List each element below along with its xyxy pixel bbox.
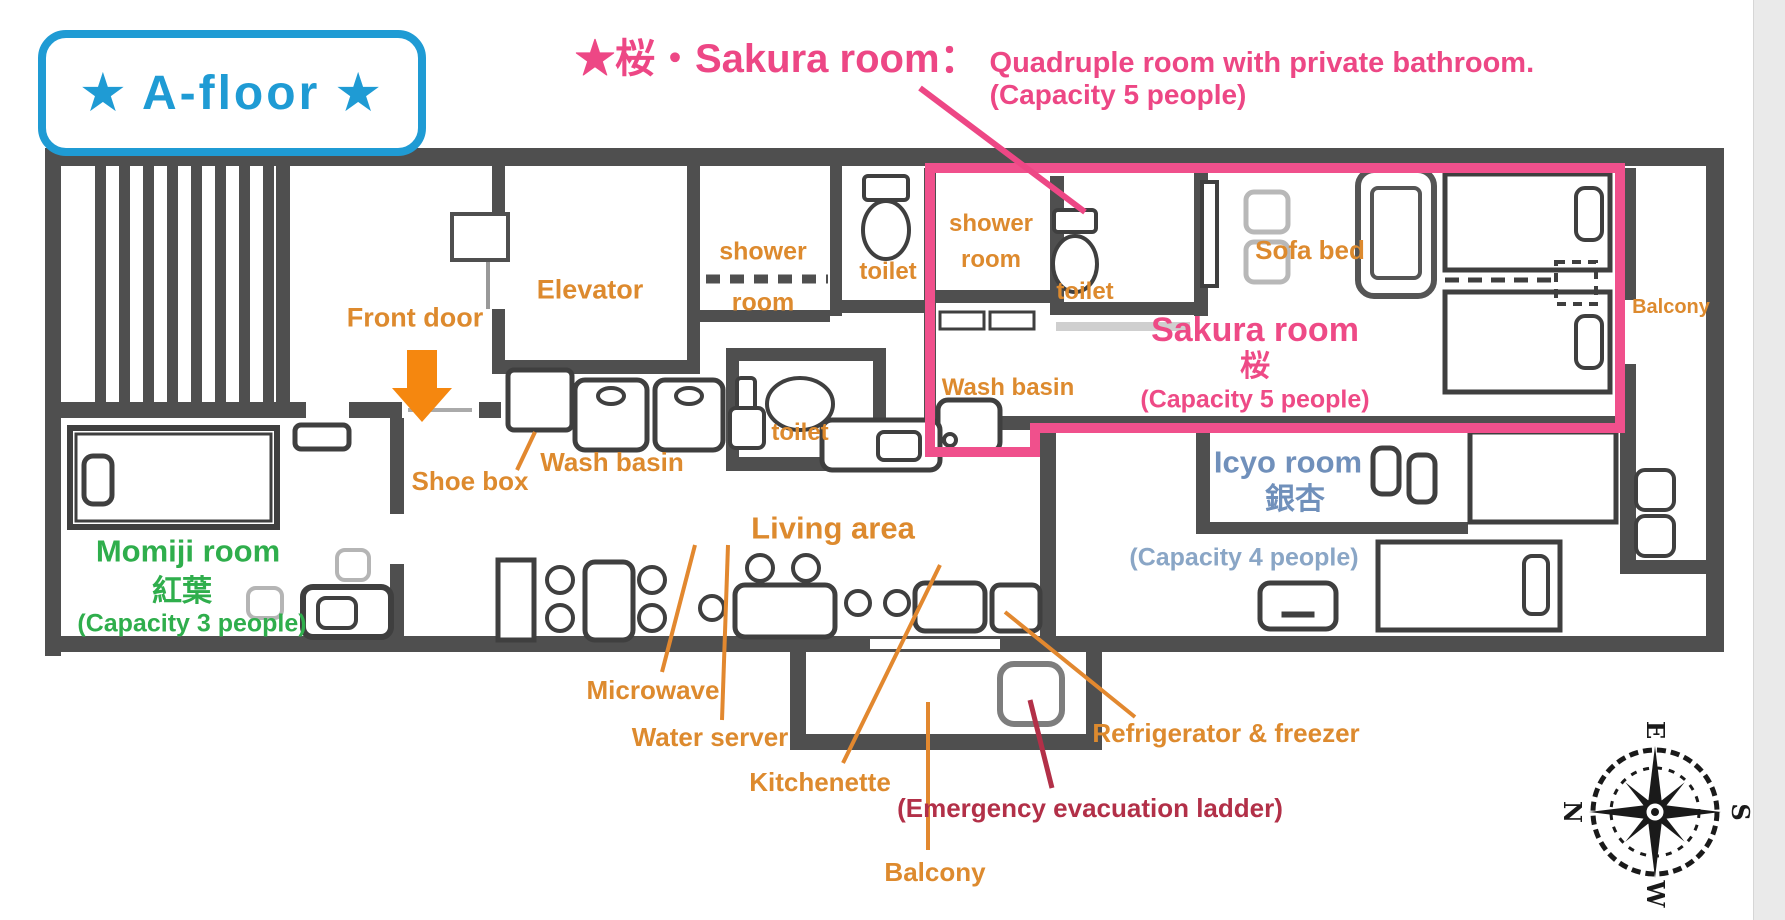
icyo-room-name: Icyo room (1213, 444, 1363, 480)
icyo-bed (1467, 429, 1619, 525)
momiji-capacity: (Capacity 3 people) (77, 609, 307, 638)
chair (545, 565, 575, 595)
washer-unit (728, 406, 766, 450)
scan-edge (1753, 0, 1785, 920)
toilet-bowl (1051, 234, 1099, 294)
living-kitchen-furniture (495, 417, 1043, 643)
wash-basin-label: Wash basin (540, 447, 684, 477)
tv-stand (1257, 580, 1339, 632)
toilet-bowl (765, 376, 835, 432)
compass-east-label: E (1641, 721, 1670, 739)
chair (844, 589, 872, 617)
chair (698, 594, 726, 622)
emergency-hatch (997, 661, 1065, 727)
chair (791, 553, 821, 583)
sakura-shower-label: room (961, 246, 1021, 273)
wall-column (450, 212, 510, 262)
pillow (1406, 452, 1438, 505)
dining-table (732, 582, 838, 640)
staircase (95, 166, 274, 402)
toilet-tank (1052, 208, 1098, 234)
momiji-pillow (81, 453, 115, 507)
refrigerator-label: Refrigerator & freezer (1092, 718, 1360, 748)
kitchenette-label: Kitchenette (749, 767, 891, 797)
title-leader-line (918, 85, 1087, 215)
sofa-bed-label: Sofa bed (1255, 235, 1365, 265)
pillow (1574, 186, 1604, 242)
sakura-furniture (1355, 167, 1613, 395)
sakura-shower-label: shower (948, 210, 1034, 237)
compass-south-label: S (1726, 803, 1755, 820)
sakura-capacity: (Capacity 5 people) (1140, 385, 1370, 414)
icyo-furniture (1257, 429, 1619, 633)
shoe-box-cabinet (505, 367, 575, 433)
title-room-name: ★桜・Sakura room： (575, 37, 980, 81)
chair (545, 603, 575, 633)
sakura-wash-basin-label: Wash basin (941, 374, 1075, 401)
chair (745, 553, 775, 583)
pillow (1574, 314, 1604, 370)
balcony-right-label: Balcony (1632, 296, 1710, 318)
floor-badge: ★ A-floor ★ (38, 30, 426, 156)
emergency-ladder-label: (Emergency evacuation ladder) (897, 793, 1283, 823)
living-area-label: Living area (751, 510, 915, 546)
closet-shelf (1243, 239, 1291, 285)
icyo-capacity: (Capacity 4 people) (1129, 543, 1359, 572)
momiji-nightstand (292, 422, 352, 452)
toilet-bowl (861, 199, 911, 261)
momiji-room-name: Momiji room (95, 533, 281, 569)
compass-north-label: N (1558, 801, 1587, 823)
sakura-room-name: Sakura room (1151, 311, 1359, 349)
mid-shower-room-label: shower (719, 237, 807, 266)
kitchen-counter (495, 557, 537, 643)
dining-table (582, 559, 636, 643)
mid-lower-toilet-label: toilet (771, 419, 829, 446)
balcony-right-furniture (1634, 468, 1676, 558)
pillow (1522, 554, 1550, 616)
front-door-label: Front door (346, 302, 484, 333)
chair (637, 565, 667, 595)
microwave-label: Microwave (586, 675, 720, 705)
floor-cushion (335, 548, 371, 582)
sakura-highlight-box (925, 163, 1625, 457)
emergency-leader-line (1027, 699, 1055, 789)
door-leaf (1200, 180, 1219, 288)
mid-toilet-label: toilet (859, 258, 917, 285)
sakura-room-name-jp: 桜 (1240, 350, 1270, 383)
refrigerator (989, 582, 1043, 634)
middle-bathrooms (706, 174, 911, 432)
chair (637, 603, 667, 633)
page-title: ★桜・Sakura room： Quadruple room with priv… (575, 26, 1534, 84)
pillow (1370, 445, 1402, 497)
toilet-tank (862, 174, 910, 202)
sakura-toilet-label: toilet (1056, 278, 1114, 305)
balcony-bottom-label: Balcony (884, 857, 986, 887)
title-description: Quadruple room with private bathroom. (989, 47, 1535, 79)
elevator-label: Elevator (536, 274, 644, 305)
chair (883, 589, 911, 617)
compass-rose: N E S W (1558, 721, 1755, 909)
mid-shower-room-label: room (731, 288, 795, 317)
front-door-arrow (392, 350, 452, 422)
momiji-room-name-jp: 紅葉 (152, 575, 212, 608)
leader-lines (515, 431, 1137, 850)
title-capacity: (Capacity 5 people) (989, 79, 1247, 110)
wash-basin-sink (572, 377, 650, 453)
icyo-room-name-jp: 銀杏 (1265, 483, 1325, 516)
momiji-furniture (67, 422, 394, 640)
shelf (988, 310, 1036, 331)
dining-table (912, 580, 988, 634)
compass-west-label: W (1641, 880, 1670, 909)
floor-cushion (246, 586, 284, 620)
wash-basin-sink (652, 377, 726, 453)
entrance-fixtures (505, 367, 766, 453)
closet-shelf (1243, 189, 1291, 235)
shelf (938, 310, 986, 331)
shoe-box-label: Shoe box (411, 466, 529, 496)
water-server-label: Water server (631, 722, 789, 752)
